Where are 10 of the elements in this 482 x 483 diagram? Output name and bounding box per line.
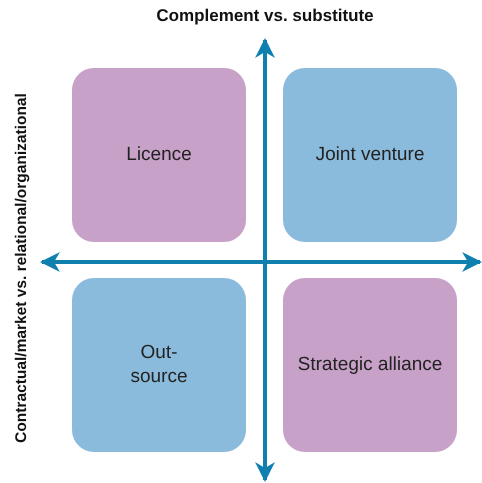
quadrant-box xyxy=(72,68,246,242)
quadrant-label: Out- source xyxy=(129,341,189,389)
quadrant-label: Licence xyxy=(126,143,192,167)
axis-title: Complement vs. substitute xyxy=(155,6,375,26)
quadrant-label: Joint venture xyxy=(316,143,424,167)
quadrant-box xyxy=(283,68,457,242)
quadrant-box xyxy=(72,278,246,452)
axis-title: Contractual/market vs. relational/organizational xyxy=(13,93,31,443)
quadrant-box xyxy=(283,278,457,452)
quadrant-label: Strategic alliance xyxy=(298,353,442,377)
